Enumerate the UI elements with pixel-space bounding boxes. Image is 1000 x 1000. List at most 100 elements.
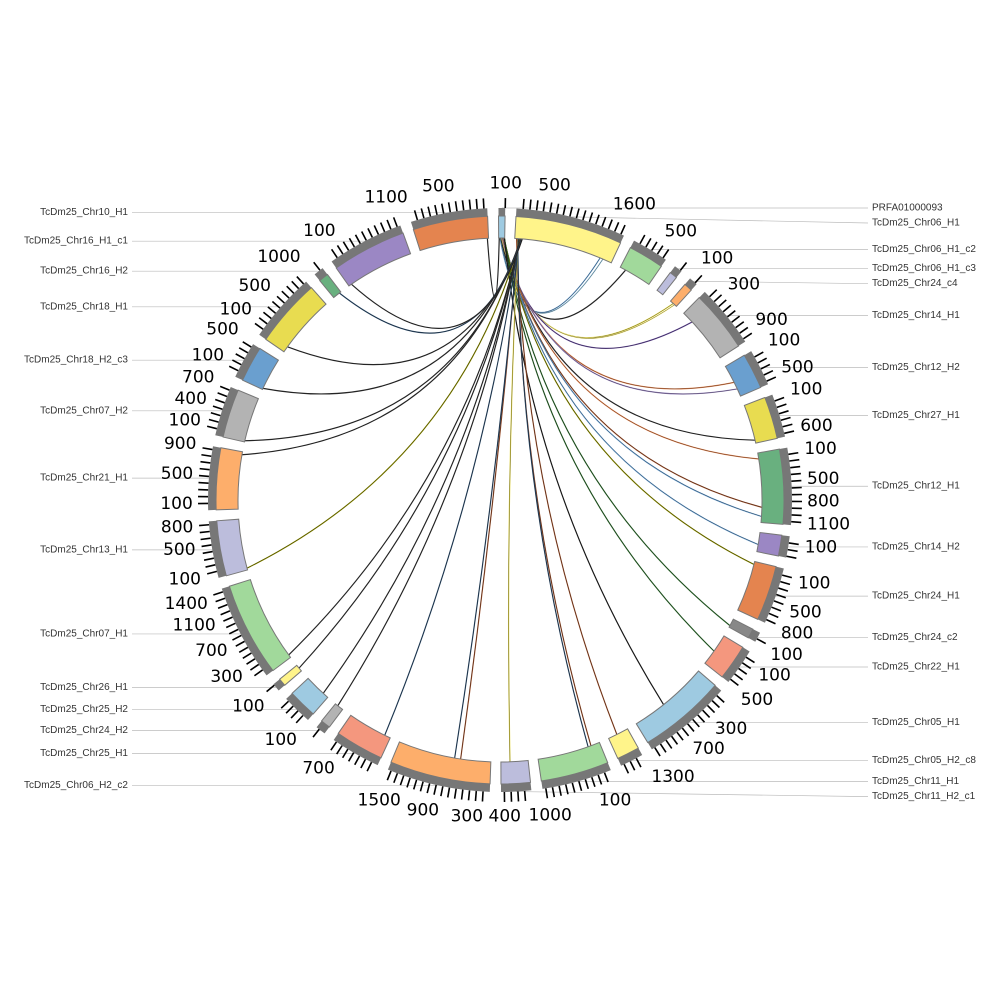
tick-mark — [591, 776, 596, 787]
tick-label: 500 — [665, 221, 697, 241]
tick-mark — [267, 306, 277, 314]
segment-name-label: TcDm25_Chr06_H1_c2 — [872, 244, 976, 255]
segment-name-label: TcDm25_Chr21_H1 — [40, 473, 128, 484]
segment-arc[interactable] — [335, 232, 412, 287]
tick-mark — [613, 221, 620, 232]
segment-TcDm25_Chr05_H2_c8[interactable] — [607, 728, 643, 774]
tick-label: 800 — [807, 492, 839, 512]
segment-arc[interactable] — [728, 618, 754, 639]
segment-name-label: TcDm25_Chr05_H2_c8 — [872, 755, 976, 766]
segment-TcDm25_Chr24_H2[interactable] — [312, 703, 344, 738]
segment-arc[interactable] — [222, 389, 260, 443]
tick-mark — [427, 206, 432, 217]
tick-mark — [558, 785, 562, 796]
segment-arc[interactable] — [241, 347, 280, 391]
segment-arc[interactable] — [537, 741, 609, 782]
segment-arc[interactable] — [216, 518, 249, 577]
segment-arc[interactable] — [619, 247, 663, 286]
segment-name-label: TcDm25_Chr14_H2 — [872, 541, 960, 552]
segment-TcDm25_Chr06_H1_c2[interactable]: 500 — [619, 221, 697, 286]
segment-arc[interactable] — [683, 296, 740, 359]
segment-arc[interactable] — [278, 664, 303, 686]
segment-arc[interactable] — [291, 677, 329, 715]
segment-TcDm25_Chr10_H1[interactable]: 500 — [410, 177, 490, 252]
tick-mark — [367, 228, 374, 238]
link-outline — [504, 238, 731, 626]
segment-arc[interactable] — [390, 741, 492, 785]
tick-mark — [262, 311, 272, 320]
segment-arc[interactable] — [757, 448, 785, 525]
link-outline — [504, 238, 715, 652]
tick-mark — [198, 474, 210, 478]
segment-arc[interactable] — [514, 215, 622, 264]
segment-TcDm25_Chr14_H2[interactable]: 100 — [756, 531, 837, 559]
segment-arc[interactable] — [724, 354, 762, 397]
segment-TcDm25_Chr11_H2_c1[interactable]: 400 — [489, 759, 532, 827]
tick-mark — [242, 341, 252, 348]
tick-mark — [756, 638, 767, 645]
segment-arc[interactable] — [656, 271, 678, 296]
segment-arc[interactable] — [337, 714, 391, 759]
segment-axis-band — [235, 344, 260, 381]
segment-TcDm25_Chr26_H1[interactable]: 100 — [232, 664, 303, 717]
segment-arc[interactable] — [607, 728, 639, 760]
segment-name-label: TcDm25_Chr05_H1 — [872, 717, 960, 728]
segment-arc[interactable] — [215, 447, 244, 511]
tick-mark — [776, 593, 787, 599]
segment-arc[interactable] — [265, 286, 327, 353]
segment-arc[interactable] — [318, 273, 342, 299]
segment-arc[interactable] — [498, 215, 506, 239]
segment-arc[interactable] — [412, 215, 490, 252]
tick-mark — [393, 773, 399, 784]
segment-TcDm25_Chr16_H2[interactable] — [313, 261, 342, 299]
tick-mark — [238, 347, 249, 354]
segment-axis-band — [515, 208, 624, 243]
segment-axis-band — [331, 225, 404, 268]
segment-TcDm25_Chr24_c2[interactable]: 100 — [728, 618, 803, 665]
tick-mark — [651, 241, 658, 251]
segment-TcDm25_Chr25_H1[interactable]: 700 — [302, 714, 391, 778]
segment-arc[interactable] — [704, 635, 744, 678]
segment-arc[interactable] — [737, 560, 777, 621]
tick-label: 100 — [758, 665, 790, 685]
segment-axis-band — [764, 394, 786, 439]
segment-name-label: TcDm25_Chr24_c2 — [872, 632, 958, 643]
segment-arc[interactable] — [635, 670, 716, 744]
tick-mark — [745, 656, 755, 664]
segment-TcDm25_Chr24_c4[interactable]: 100 — [669, 248, 734, 308]
segment-arc[interactable] — [756, 531, 783, 557]
segment-arc[interactable] — [228, 578, 292, 672]
tick-mark — [741, 662, 752, 670]
segment-name-label: TcDm25_Chr06_H1_c3 — [872, 263, 976, 274]
segment-arc[interactable] — [669, 283, 692, 308]
tick-label: 100 — [701, 248, 733, 268]
tick-mark — [232, 359, 242, 366]
segment-arc[interactable] — [320, 703, 344, 728]
tick-mark — [786, 555, 797, 559]
tick-mark — [201, 544, 212, 548]
tick-mark — [697, 714, 706, 723]
segment-arc[interactable] — [743, 396, 778, 444]
segment-arc[interactable] — [500, 759, 532, 785]
segment-TcDm25_Chr06_H1_c3[interactable] — [656, 262, 688, 296]
segment-TcDm25_Chr25_H2[interactable]: 100 — [265, 677, 329, 750]
segment-PRFA01000093[interactable]: 100 — [489, 173, 522, 239]
segment-axis-band — [630, 240, 666, 267]
